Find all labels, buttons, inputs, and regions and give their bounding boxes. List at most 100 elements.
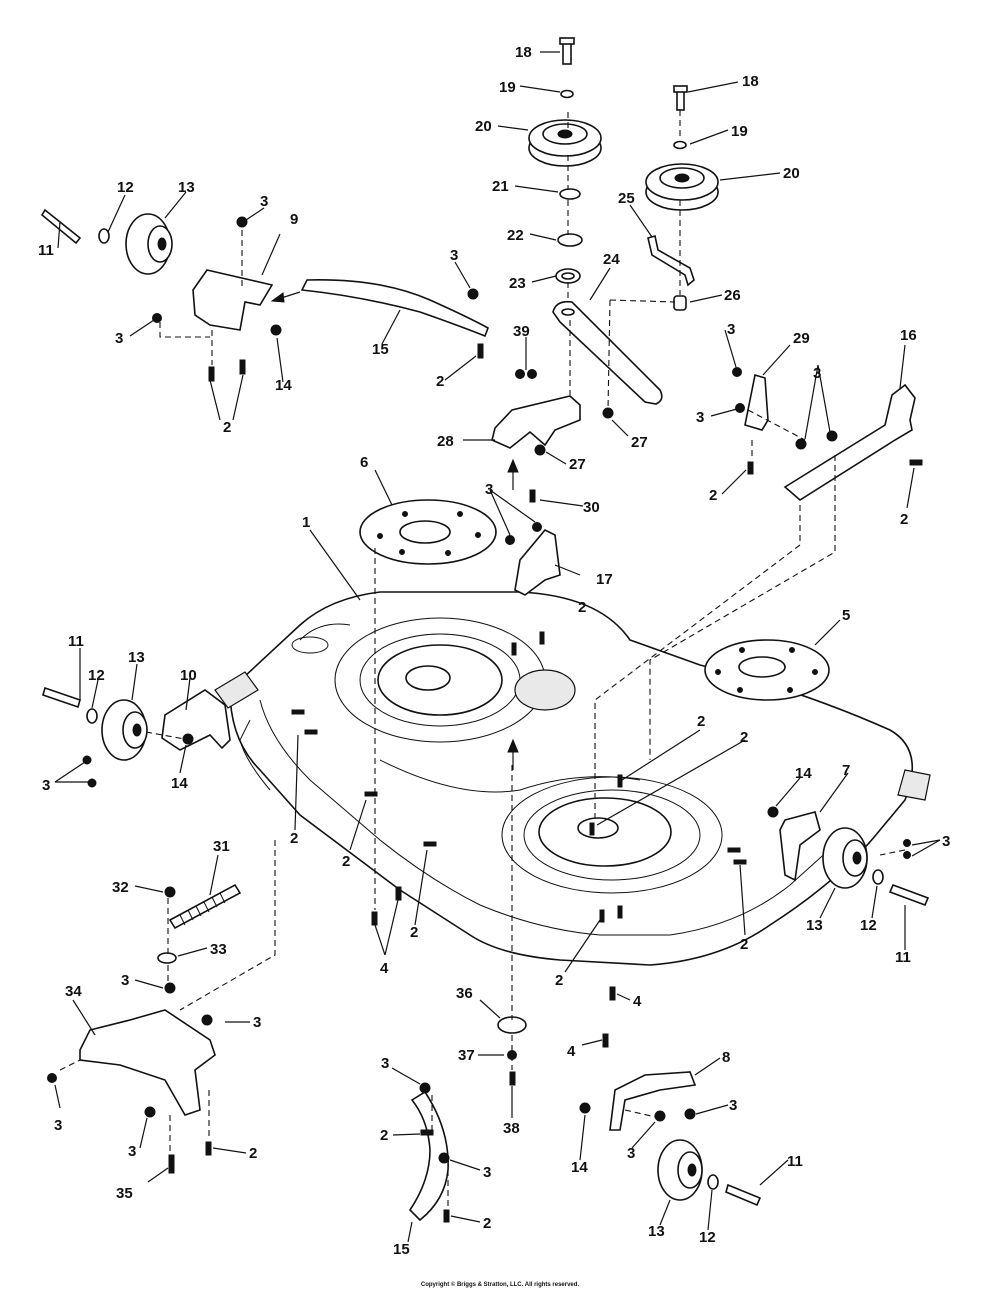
callout-3: 3 [813, 365, 821, 382]
callout-32: 32 [112, 879, 129, 896]
callout-11: 11 [38, 242, 54, 259]
gauge-wheel-top-left [125, 213, 173, 275]
gauge-wheel-right [822, 827, 868, 889]
callout-10: 10 [180, 667, 197, 684]
washer-12-a [98, 228, 110, 244]
rail-16 [783, 383, 916, 501]
callout-12: 12 [88, 667, 105, 684]
callout-27: 27 [631, 434, 648, 451]
callout-3: 3 [729, 1097, 737, 1114]
callout-11: 11 [787, 1153, 803, 1170]
callout-35: 35 [116, 1185, 133, 1202]
callout-1: 1 [302, 514, 310, 531]
callout-3: 3 [627, 1145, 635, 1162]
callout-9: 9 [290, 211, 298, 228]
callout-28: 28 [437, 433, 454, 450]
washer-19-left [560, 89, 574, 99]
callout-19: 19 [499, 79, 516, 96]
washer-21 [559, 188, 581, 200]
callout-21: 21 [492, 178, 509, 195]
washer-12-c [872, 869, 884, 885]
spindle-plate-6 [359, 499, 497, 565]
callout-3: 3 [942, 833, 950, 850]
callout-14: 14 [171, 775, 188, 792]
callout-3: 3 [121, 972, 129, 989]
callout-2: 2 [223, 419, 231, 436]
callout-2: 2 [709, 487, 717, 504]
callout-2: 2 [290, 830, 298, 847]
callout-4: 4 [633, 993, 642, 1010]
spindle-plate-5 [704, 639, 830, 701]
baffle-15-top [300, 279, 489, 338]
washer-19-right [673, 140, 687, 150]
callout-17: 17 [596, 571, 613, 588]
callout-4: 4 [380, 960, 389, 977]
callout-24: 24 [603, 251, 620, 268]
bolt-18-left [559, 37, 575, 65]
callout-11: 11 [68, 633, 84, 650]
callout-2: 2 [740, 936, 748, 953]
callout-14: 14 [275, 377, 292, 394]
callout-4: 4 [567, 1043, 576, 1060]
bracket-25 [647, 234, 695, 287]
assembly-dashed-lines [59, 110, 906, 1208]
callout-12: 12 [699, 1229, 716, 1246]
callout-3: 3 [483, 1164, 491, 1181]
callout-11: 11 [895, 949, 911, 966]
bracket-28 [491, 395, 581, 449]
shoulder-bolt-11-c [888, 883, 930, 907]
callout-30: 30 [583, 499, 600, 516]
callout-18: 18 [742, 73, 759, 90]
bracket-9 [192, 269, 274, 331]
callout-15: 15 [393, 1241, 410, 1258]
callout-2: 2 [342, 853, 350, 870]
callout-13: 13 [178, 179, 195, 196]
baffle-15-bottom [408, 1090, 449, 1222]
mower-deck-housing [214, 591, 931, 966]
callout-2: 2 [249, 1145, 257, 1162]
callout-38: 38 [503, 1120, 520, 1137]
gauge-wheel-bottom [657, 1139, 703, 1201]
callout-3: 3 [260, 193, 268, 210]
callout-8: 8 [722, 1049, 730, 1066]
callout-20: 20 [475, 118, 492, 135]
callout-3: 3 [54, 1117, 62, 1134]
spacer-26 [673, 295, 687, 311]
callout-26: 26 [724, 287, 741, 304]
callout-12: 12 [117, 179, 134, 196]
callout-25: 25 [618, 190, 635, 207]
callout-2: 2 [578, 599, 586, 616]
shoulder-bolt-11-b [42, 686, 81, 709]
callout-2: 2 [436, 373, 444, 390]
callout-34: 34 [65, 983, 82, 1000]
callout-2: 2 [410, 924, 418, 941]
callout-2: 2 [483, 1215, 491, 1232]
callout-7: 7 [842, 762, 850, 779]
bracket-34 [79, 1009, 216, 1116]
callout-16: 16 [900, 327, 917, 344]
callout-27: 27 [569, 456, 586, 473]
screws [168, 343, 923, 1223]
leader-lines [54, 51, 941, 1243]
callout-5: 5 [842, 607, 850, 624]
callout-2: 2 [697, 713, 705, 730]
bracket-17 [514, 529, 561, 596]
gauge-wheel-mid-left [101, 699, 148, 761]
bracket-8 [609, 1071, 697, 1131]
washer-33 [157, 952, 177, 964]
callout-23: 23 [509, 275, 526, 292]
washer-12-d [707, 1174, 719, 1190]
callout-36: 36 [456, 985, 473, 1002]
callout-29: 29 [793, 330, 810, 347]
callout-2: 2 [555, 972, 563, 989]
callout-3: 3 [485, 481, 493, 498]
assembly-arrows [270, 291, 519, 770]
callout-3: 3 [128, 1143, 136, 1160]
washer-22 [557, 233, 583, 247]
callout-6: 6 [360, 454, 368, 471]
callout-3: 3 [42, 777, 50, 794]
callout-labels: 1 2 2 2 2 2 2 2 2 2 2 2 2 2 2 2 2 3 3 3 … [38, 44, 950, 1258]
bolt-18-right [673, 85, 688, 111]
